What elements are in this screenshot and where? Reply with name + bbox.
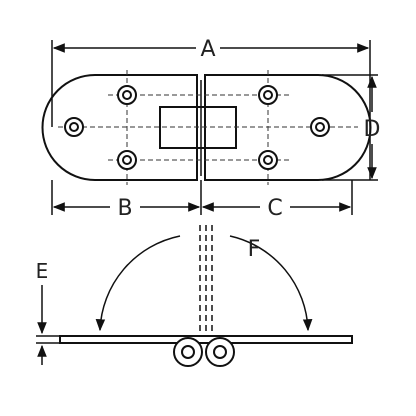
- label-e: E: [36, 259, 49, 283]
- left-leaf: [41, 74, 198, 181]
- label-a: A: [200, 37, 215, 62]
- label-f: F: [248, 237, 261, 262]
- screw-hole: [117, 150, 137, 170]
- rotation-arc-left: [95, 235, 181, 332]
- side-view: [59, 225, 353, 367]
- screw-hole: [64, 117, 84, 137]
- dimension-lines: [36, 40, 378, 365]
- knuckles: [173, 337, 235, 367]
- flat-plate: [59, 335, 353, 344]
- label-b: B: [117, 196, 132, 221]
- label-d: D: [364, 117, 381, 142]
- screw-hole: [117, 85, 137, 105]
- open-leaf: [199, 225, 213, 340]
- top-view: [41, 74, 372, 181]
- rotation-arc-right: [229, 235, 313, 332]
- screw-hole: [310, 117, 330, 137]
- screw-holes: [64, 85, 330, 170]
- label-c: C: [267, 196, 282, 221]
- screw-hole: [258, 85, 278, 105]
- screw-hole: [258, 150, 278, 170]
